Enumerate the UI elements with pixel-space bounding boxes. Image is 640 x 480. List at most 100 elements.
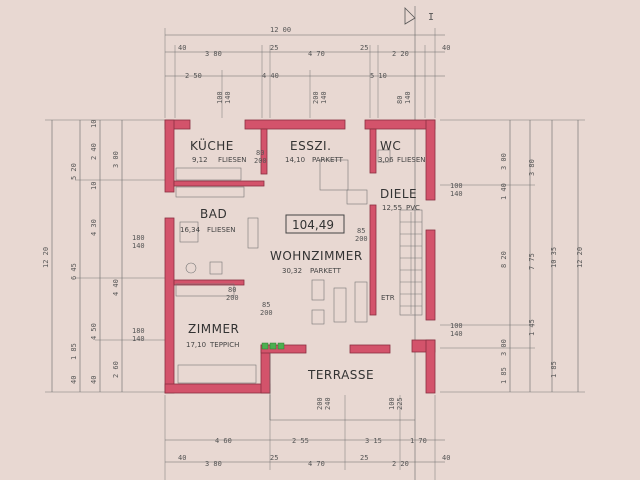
room-area-bad: 16,34 [180,226,201,234]
opening-7-label: 85 [262,301,270,309]
room-floor-wohnzimmer: PARKETT [310,267,342,275]
room-name-esszi: ESSZI. [290,139,331,153]
room-area-wc: 3,06 [378,156,394,164]
dim-bot-r2-3: 4 70 [308,460,325,468]
room-area-zimmer: 17,10 [186,341,206,349]
dim-bot-r1-3: 1 70 [410,437,427,445]
dim-left-overall: 12 20 [42,247,50,268]
opening-1-sub: 140 [320,91,328,104]
room-floor-bad: FLIESEN [207,226,236,234]
dim-bot-r1-2: 3 15 [365,437,382,445]
dim-bot-r2-1: 3 80 [205,460,222,468]
room-floor-zimmer: TEPPICH [209,341,239,349]
dim-top-r1-3: 4 70 [308,50,325,58]
opening-11-sub: 240 [324,397,332,410]
fixtures [175,149,423,421]
room-floor-esszi: PARKETT [312,156,344,164]
dim-bot-r2-6: 40 [442,454,450,462]
room-area-kueche: 9,12 [192,156,208,164]
opening-9-sub: 140 [450,190,463,198]
opening-0-label: 100 [216,91,224,104]
opening-6-sub: 200 [226,294,239,302]
dim-left-c1-2: 6 45 [70,263,78,280]
dim-left-c2-3: 4 30 [90,219,98,236]
opening-6-label: 80 [228,286,236,294]
dim-right-overall: 12 20 [576,247,584,268]
total-area-value: 104,49 [292,218,334,232]
opening-5-label: 85 [357,227,365,235]
opening-8-sub: 140 [132,335,145,343]
dim-top-r1-6: 40 [442,44,450,52]
dim-bot-r2-5: 2 20 [392,460,409,468]
room-area-wohnzimmer: 30,32 [282,267,302,275]
dim-right-c1-0: 10 35 [550,247,558,268]
dim-right-c2-2: 1 45 [528,319,536,336]
dim-left-c2-2: 10 [90,182,98,190]
dim-right-c1-1: 1 85 [550,361,558,378]
bottom-dimensions: 4 60 2 55 3 15 1 70 40 3 80 25 4 70 25 2… [164,395,450,480]
dim-top-r2-1: 4 40 [262,72,279,80]
section-label: I [428,12,434,23]
opening-10-label: 100 [450,322,463,330]
dim-top-overall: 12 00 [270,26,291,34]
room-name-wc: WC [380,139,401,153]
dim-bot-r1-1: 2 55 [292,437,309,445]
room-name-kueche: KÜCHE [190,137,234,153]
opening-3-sub: 200 [254,157,267,165]
opening-5-sub: 200 [355,235,368,243]
opening-1-label: 200 [312,91,320,104]
dim-right-c3-0: 3 00 [500,153,508,170]
dim-left-c2-4: 4 40 [112,279,120,296]
dim-left-c2-5: 4 50 [90,323,98,340]
dim-top-r1-1: 3 80 [205,50,222,58]
dim-left-c2-0: 10 [90,120,98,128]
room-area-esszi: 14,10 [285,156,305,164]
left-dimensions: 12 20 40 5 20 6 45 1 85 10 2 40 10 4 30 … [42,120,165,393]
right-dimensions: 12 20 10 35 1 85 3 80 7 75 1 45 3 00 1 4… [440,119,585,393]
dim-bot-r2-4: 25 [360,454,368,462]
dim-right-c3-1: 1 40 [500,183,508,200]
top-dimensions: 12 00 40 3 80 25 4 70 25 2 20 40 2 50 4 … [164,26,450,118]
room-name-bad: BAD [200,207,227,221]
opening-3-label: 80 [256,149,264,157]
dim-top-r1-2: 25 [270,44,278,52]
dim-left-c2-1: 2 40 [90,143,98,160]
room-labels: KÜCHE 9,12 FLIESEN ESSZI. 14,10 PARKETT … [180,137,426,382]
opening-9-label: 100 [450,182,463,190]
etr-label: ETR [381,294,395,302]
opening-12-label: 100 [388,397,396,410]
dim-bot-r2-2: 25 [270,454,278,462]
dim-top-r1-0: 40 [178,44,186,52]
opening-7-sub: 200 [260,309,273,317]
total-area: 104,49 [285,214,345,234]
room-name-zimmer: ZIMMER [188,322,239,336]
room-floor-kueche: FLIESEN [218,156,247,164]
opening-8-label: 180 [132,327,145,335]
dim-bot-r1-0: 4 60 [215,437,232,445]
dim-left-c1-0: 40 [70,376,78,384]
dim-bot-r2-0: 40 [178,454,186,462]
room-name-diele: DIELE [380,187,417,201]
opening-0-sub: 140 [224,91,232,104]
dim-right-c3-4: 1 85 [500,367,508,384]
opening-11-label: 200 [316,397,324,410]
opening-12-sub: 225 [396,397,404,410]
dim-left-c2-6: 40 [90,376,98,384]
dim-top-r1-4: 25 [360,44,368,52]
dim-top-r2-2: 5 10 [370,72,387,80]
room-area-diele: 12,55 [382,204,402,212]
opening-10-sub: 140 [450,330,463,338]
opening-4-sub: 140 [132,242,145,250]
dim-top-r2-0: 2 50 [185,72,202,80]
dim-left-c3-1: 2 60 [112,361,120,378]
opening-2-label: 80 [396,96,404,104]
dim-left-c3-0: 3 00 [112,151,120,168]
room-floor-wc: FLIESEN [397,156,426,164]
walls [164,119,436,394]
room-name-wohnzimmer: WOHNZIMMER [270,249,363,263]
dim-right-c2-0: 3 80 [528,159,536,176]
stairs [399,209,423,316]
opening-labels: 100 140 200 140 80 140 80 200 180 140 85… [132,91,463,410]
section-mark: I [404,6,434,480]
